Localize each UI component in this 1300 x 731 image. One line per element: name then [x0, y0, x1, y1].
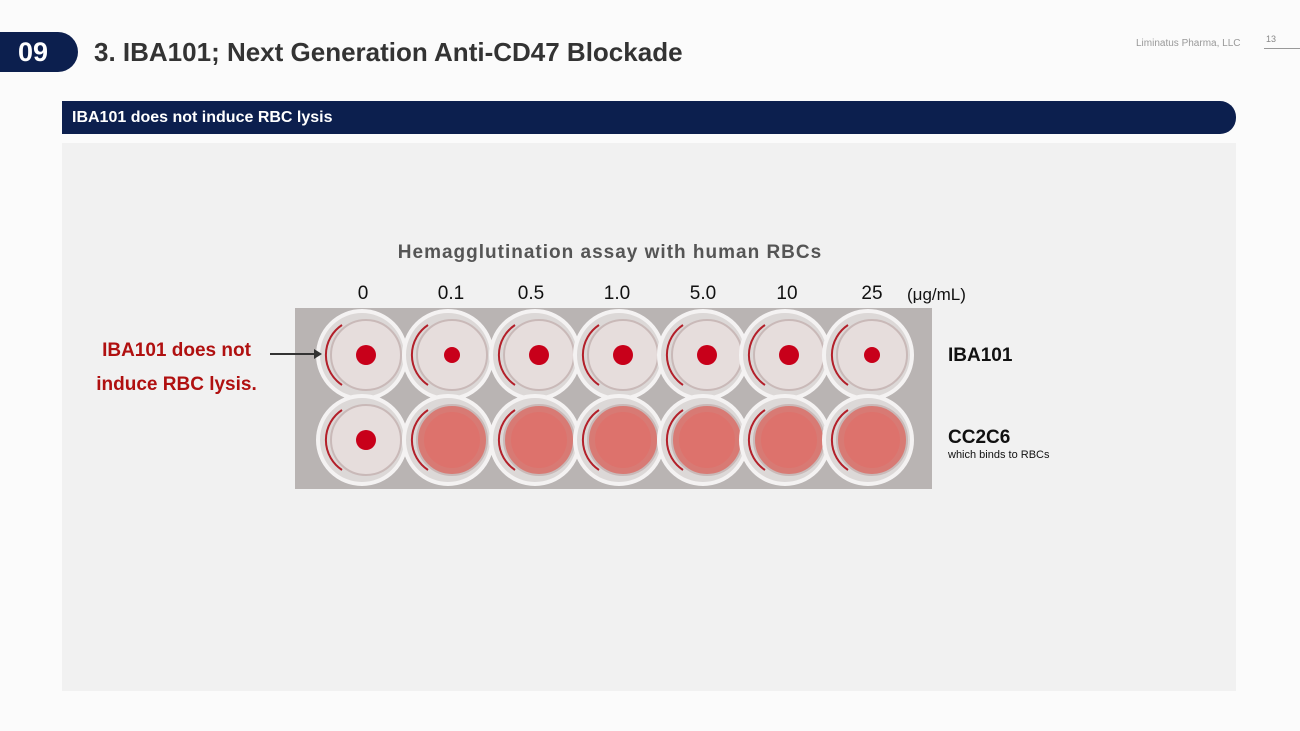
rbc-diffuse-mat: [761, 412, 817, 468]
well-meniscus: [665, 409, 684, 471]
well-meniscus: [665, 324, 684, 386]
rbc-diffuse-mat: [844, 412, 900, 468]
page-number: 13: [1264, 34, 1300, 49]
arrow-icon: [270, 349, 322, 359]
well-meniscus: [497, 324, 516, 386]
slide-title: 3. IBA101; Next Generation Anti-CD47 Blo…: [94, 37, 683, 67]
rbc-button: [779, 345, 799, 365]
concentration-label: 10: [776, 283, 798, 304]
well-meniscus: [830, 409, 849, 471]
concentration-label: 1.0: [603, 283, 631, 304]
rbc-diffuse-mat: [679, 412, 735, 468]
rbc-button: [356, 430, 376, 450]
rbc-button: [444, 347, 460, 363]
rbc-button: [356, 345, 376, 365]
concentration-label: 5.0: [689, 283, 717, 304]
figure-title: Hemagglutination assay with human RBCs: [397, 242, 823, 263]
rbc-diffuse-mat: [511, 412, 567, 468]
row-label-iba101: IBA101: [948, 345, 1013, 366]
rbc-diffuse-mat: [595, 412, 651, 468]
well-meniscus: [410, 324, 429, 386]
well-plate-photo: [295, 308, 932, 489]
annotation-line: IBA101 does not: [102, 340, 251, 361]
concentration-label: 0: [357, 283, 369, 304]
section-banner: IBA101 does not induce RBC lysis: [62, 101, 1236, 134]
rbc-diffuse-mat: [424, 412, 480, 468]
row-label-cc2c6: CC2C6: [948, 427, 1011, 448]
company-name: Liminatus Pharma, LLC: [1136, 38, 1241, 49]
well-meniscus: [581, 409, 600, 471]
well-meniscus: [324, 324, 343, 386]
well-meniscus: [747, 324, 766, 386]
concentration-label: 0.5: [517, 283, 545, 304]
unit-label: (μg/mL): [907, 285, 966, 304]
rbc-button: [697, 345, 717, 365]
rbc-button: [864, 347, 880, 363]
rbc-button: [529, 345, 549, 365]
concentration-label: 0.1: [437, 283, 465, 304]
well-meniscus: [581, 324, 600, 386]
rbc-button: [613, 345, 633, 365]
annotation: IBA101 does not induce RBC lysis.: [84, 334, 269, 402]
concentration-label: 25: [861, 283, 883, 304]
well-meniscus: [324, 409, 343, 471]
well-meniscus: [747, 409, 766, 471]
section-badge: 09: [0, 32, 78, 72]
row-sublabel: which binds to RBCs: [948, 449, 1050, 461]
annotation-line: induce RBC lysis.: [96, 374, 257, 395]
well-meniscus: [497, 409, 516, 471]
well-meniscus: [410, 409, 429, 471]
well-meniscus: [830, 324, 849, 386]
